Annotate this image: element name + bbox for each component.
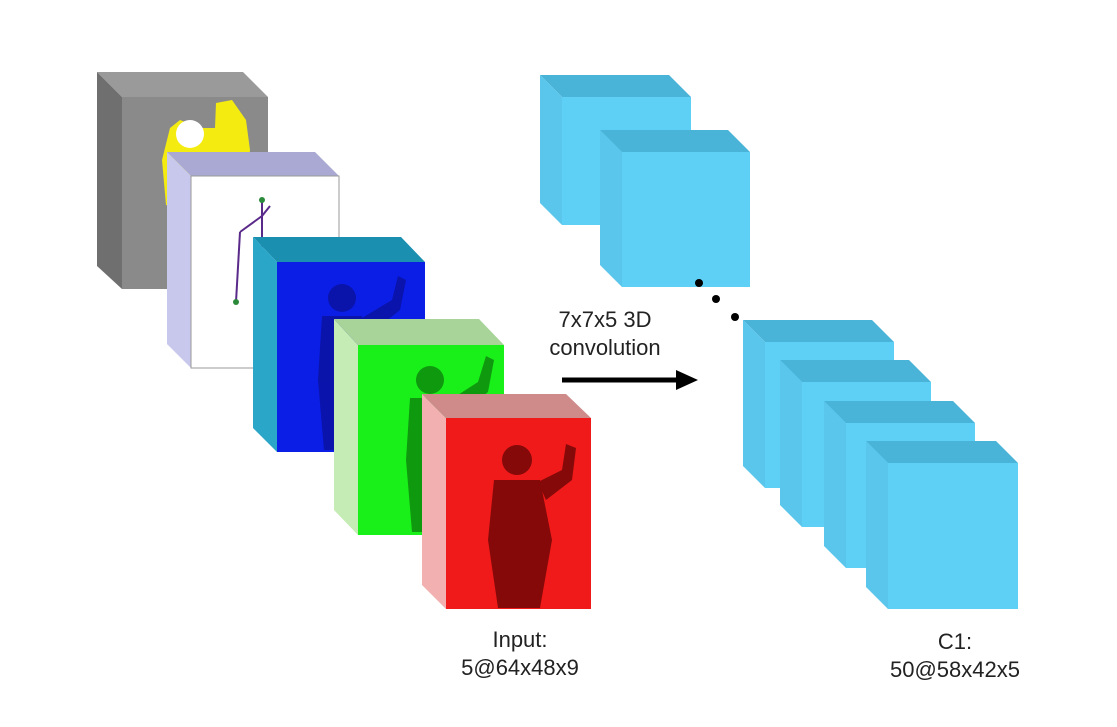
cube-top (780, 360, 931, 382)
cube-top (334, 319, 504, 345)
input-label-shape: 5@64x48x9 (461, 655, 579, 680)
cube-side (253, 237, 277, 452)
cube-top (824, 401, 975, 423)
c1-feature-map-2 (600, 130, 750, 287)
cube-side (334, 319, 358, 535)
c1-label-title: C1: (937, 629, 973, 654)
cube-side (780, 360, 802, 527)
cube-side (743, 320, 765, 488)
cube-side (600, 130, 622, 287)
c1-label-shape: 50@58x42x5 (890, 657, 1020, 682)
cube-side (824, 401, 846, 568)
convolution-label: 7x7x5 3D convolution (530, 306, 680, 362)
c1-label: C1: 50@58x42x5 (860, 628, 1050, 684)
input-label: Input: 5@64x48x9 (440, 626, 600, 682)
convolution-label-line1: 7x7x5 3D (558, 307, 652, 332)
convolution-label-line2: convolution (549, 335, 661, 360)
cube-face (622, 152, 750, 287)
cube-side (167, 152, 191, 368)
ellipsis-dots (695, 279, 739, 321)
cube-top (540, 75, 691, 97)
cube-face (888, 463, 1018, 609)
cube-top (866, 441, 1018, 463)
cube-top (253, 237, 425, 262)
person-figure (488, 444, 576, 608)
cube-top (743, 320, 894, 342)
ellipsis-dot (712, 295, 720, 303)
cube-top (167, 152, 339, 176)
input-label-title: Input: (492, 627, 548, 652)
ellipsis-dot (731, 313, 739, 321)
cube-top (97, 72, 268, 97)
cube-side (540, 75, 562, 225)
cube-side (97, 72, 122, 289)
cube-side (866, 441, 888, 609)
cube-side (422, 394, 446, 609)
cube-top (600, 130, 750, 152)
c1-feature-maps (540, 75, 1018, 609)
input-channel-red (422, 394, 591, 609)
c1-feature-map-6 (866, 441, 1018, 609)
ellipsis-dot (695, 279, 703, 287)
cube-top (422, 394, 591, 418)
convolution-arrow (562, 370, 698, 390)
